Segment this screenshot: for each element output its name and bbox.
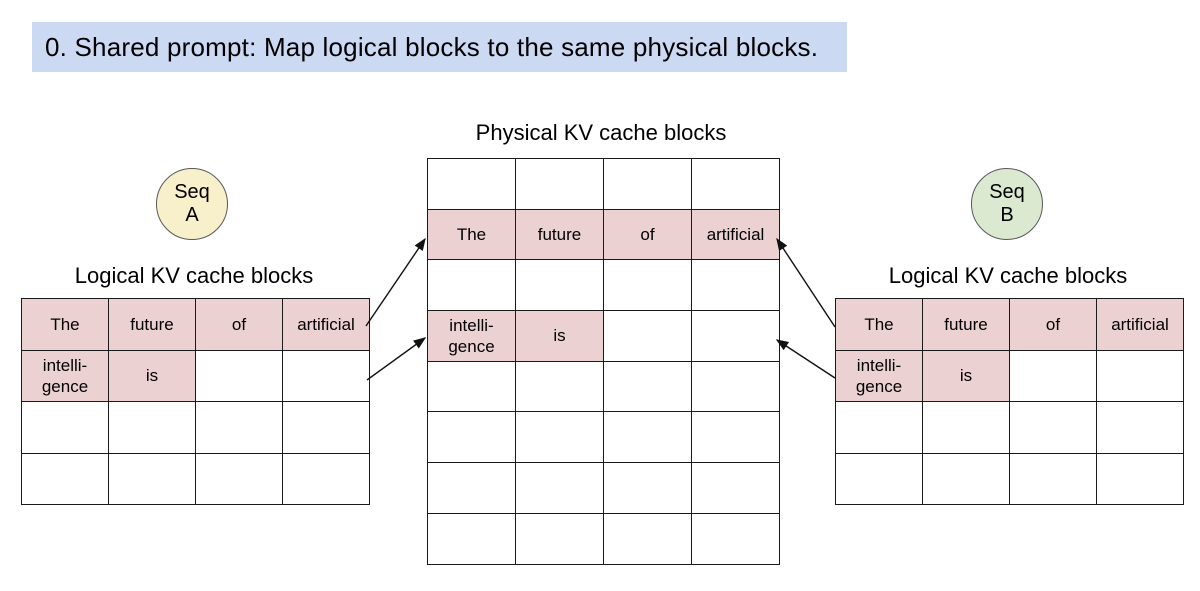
empty-cell [603, 310, 692, 362]
seq-b-label: Seq B [989, 181, 1025, 226]
empty-cell [427, 462, 516, 514]
table-row [427, 360, 780, 413]
empty-cell [282, 452, 370, 505]
empty-cell [691, 462, 780, 514]
empty-cell [515, 411, 604, 464]
table-row [427, 512, 780, 565]
empty-cell [691, 259, 780, 312]
token-cell: of [603, 208, 692, 261]
mapping-arrow [366, 337, 427, 381]
token-cell: is [515, 310, 604, 362]
empty-cell [603, 259, 692, 312]
empty-cell [515, 512, 604, 565]
token-cell: future [922, 298, 1010, 351]
empty-cell [835, 401, 923, 454]
seq-a-label: Seq A [174, 181, 210, 226]
token-cell: The [835, 298, 923, 351]
token-cell: The [427, 208, 516, 261]
empty-cell [1096, 452, 1184, 505]
empty-cell [195, 401, 283, 454]
empty-cell [835, 452, 923, 505]
token-cell: intelli- gence [427, 310, 516, 362]
empty-cell [108, 401, 196, 454]
empty-cell [515, 259, 604, 312]
token-cell: is [922, 349, 1010, 402]
mapping-arrow [775, 339, 836, 379]
empty-cell [603, 512, 692, 565]
empty-cell [1096, 349, 1184, 402]
token-cell: intelli- gence [835, 349, 923, 402]
seq-b-badge: Seq B [971, 168, 1043, 240]
physical-table-title: Physical KV cache blocks [475, 120, 727, 145]
table-row [427, 158, 780, 210]
table-row [427, 259, 780, 312]
empty-cell [427, 360, 516, 413]
empty-cell [427, 158, 516, 210]
empty-cell [691, 512, 780, 565]
table-row [21, 401, 370, 454]
empty-cell [691, 310, 780, 362]
empty-cell [515, 158, 604, 210]
token-cell: artificial [691, 208, 780, 261]
table-row [21, 452, 370, 505]
token-cell: intelli- gence [21, 349, 109, 402]
token-cell: The [21, 298, 109, 351]
mapping-arrow [776, 237, 836, 328]
empty-cell [691, 360, 780, 413]
empty-cell [427, 411, 516, 464]
empty-cell [195, 452, 283, 505]
empty-cell [691, 158, 780, 210]
token-cell: is [108, 349, 196, 402]
mapping-arrow [365, 237, 426, 327]
empty-cell [195, 349, 283, 402]
empty-cell [603, 158, 692, 210]
token-cell: of [1009, 298, 1097, 351]
header-text: 0. Shared prompt: Map logical blocks to … [45, 31, 819, 62]
empty-cell [1009, 349, 1097, 402]
seq-b-logical-table-title: Logical KV cache blocks [888, 263, 1128, 288]
empty-cell [21, 452, 109, 505]
empty-cell [21, 401, 109, 454]
empty-cell [603, 411, 692, 464]
empty-cell [1096, 401, 1184, 454]
table-row [835, 452, 1184, 505]
empty-cell [603, 360, 692, 413]
empty-cell [515, 360, 604, 413]
empty-cell [108, 452, 196, 505]
table-row [427, 462, 780, 514]
empty-cell [922, 452, 1010, 505]
table-row [427, 411, 780, 464]
empty-cell [427, 259, 516, 312]
empty-cell [1009, 401, 1097, 454]
table-row [835, 401, 1184, 454]
seq-a-badge: Seq A [156, 168, 228, 240]
empty-cell [515, 462, 604, 514]
empty-cell [427, 512, 516, 565]
token-cell: artificial [1096, 298, 1184, 351]
empty-cell [282, 401, 370, 454]
header-banner: 0. Shared prompt: Map logical blocks to … [32, 22, 847, 72]
empty-cell [603, 462, 692, 514]
empty-cell [691, 411, 780, 464]
seq-a-logical-table-title: Logical KV cache blocks [74, 263, 314, 288]
token-cell: future [108, 298, 196, 351]
token-cell: future [515, 208, 604, 261]
empty-cell [922, 401, 1010, 454]
empty-cell [282, 349, 370, 402]
empty-cell [1009, 452, 1097, 505]
token-cell: of [195, 298, 283, 351]
token-cell: artificial [282, 298, 370, 351]
